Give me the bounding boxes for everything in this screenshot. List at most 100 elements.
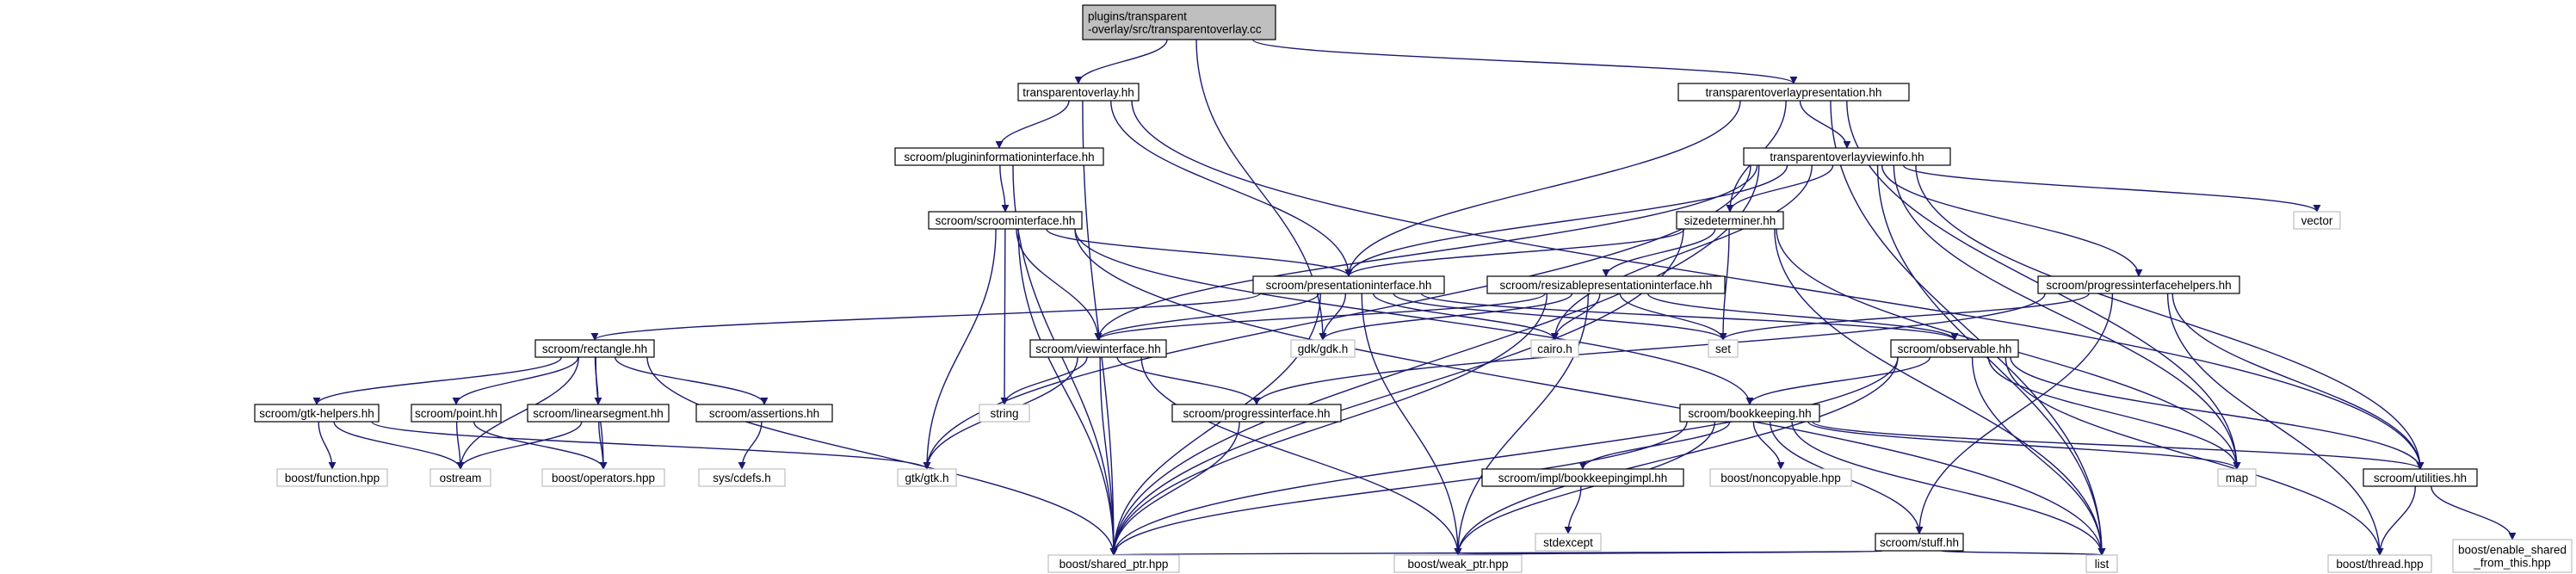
- edge-rect-hh-to-gtkh-hh: [312, 356, 562, 405]
- edge-si-hh-to-string: [1000, 228, 1009, 405]
- node-box: [541, 468, 665, 487]
- edge-ls-hh-to-ostream: [456, 421, 583, 470]
- node-label: scroom/gtk-helpers.hh: [259, 407, 374, 420]
- edge-gtkh-hh-to-ostream: [333, 421, 465, 470]
- node-box: [2363, 468, 2478, 487]
- node-top-hh[interactable]: transparentoverlaypresentation.hh: [1677, 83, 1910, 102]
- edge-vi-hh-to-prog-hh: [1116, 356, 1261, 405]
- edge-arrow: [999, 164, 1010, 213]
- node-box: [2085, 554, 2118, 573]
- node-rpi-hh[interactable]: scroom/resizablepresentationinterface.hh: [1486, 275, 1726, 294]
- edge-arrow: [1940, 547, 2105, 556]
- node-box: [2327, 554, 2432, 573]
- node-label: scroom/plugininformationinterface.hh: [904, 151, 1094, 164]
- node-box: [1890, 339, 2019, 358]
- edge-arrow: [455, 421, 465, 470]
- node-box: [429, 468, 491, 487]
- node-ls-hh[interactable]: scroom/linearsegment.hh: [527, 404, 670, 423]
- node-stuff-hh[interactable]: scroom/stuff.hh: [1875, 533, 1964, 552]
- node-label: ostream: [440, 472, 482, 485]
- edge-root-to-to-hh: [1074, 39, 1168, 84]
- edge-arrow: [738, 421, 763, 470]
- node-label: string: [990, 407, 1018, 420]
- edge-point-hh-to-ostream: [455, 421, 465, 470]
- edge-obs-hh-to-bshared: [1109, 356, 1899, 556]
- node-label: list: [2095, 558, 2110, 571]
- edge-arrow: [333, 421, 465, 470]
- node-vi-hh[interactable]: scroom/viewinterface.hh: [1029, 339, 1167, 358]
- edge-bk-hh-to-bnoncopy: [1752, 421, 1785, 470]
- edge-bk-hh-to-bweak: [1454, 421, 1716, 556]
- node-gtk-h: gtk/gtk.h: [897, 468, 957, 487]
- node-util-hh[interactable]: scroom/utilities.hh: [2363, 468, 2478, 487]
- node-sd-hh[interactable]: sizedeterminer.hh: [1676, 211, 1784, 230]
- edge-arrow: [1109, 293, 1321, 556]
- edge-util-hh-to-benable: [2431, 485, 2517, 540]
- node-tovi-hh[interactable]: transparentoverlayviewinfo.hh: [1743, 147, 1951, 166]
- node-label: sys/cdefs.h: [713, 472, 771, 485]
- node-gdk-h: gdk/gdk.h: [1290, 339, 1356, 358]
- edge-arrow: [1344, 100, 1741, 277]
- edge-tovi-hh-to-map: [1893, 164, 2241, 470]
- edge-bk-hh-to-util-hh: [1812, 421, 2425, 470]
- node-pii-hh[interactable]: scroom/plugininformationinterface.hh: [894, 147, 1104, 166]
- node-label: gtk/gtk.h: [905, 472, 948, 485]
- edge-arrow: [1109, 100, 1353, 277]
- node-box: [2037, 275, 2240, 294]
- edge-arrow: [1455, 547, 1883, 556]
- node-obs-hh[interactable]: scroom/observable.hh: [1890, 339, 2019, 358]
- edge-si-hh-to-bk-hh: [1074, 228, 1754, 405]
- node-gtkh-hh[interactable]: scroom/gtk-helpers.hh: [254, 404, 380, 423]
- node-set: set: [1708, 339, 1739, 358]
- node-box: [2217, 468, 2257, 487]
- node-box: [1082, 4, 1276, 40]
- node-stdexcept: stdexcept: [1535, 533, 1602, 552]
- edge-arrow: [1116, 356, 1261, 405]
- node-pih-hh[interactable]: scroom/progressinterfacehelpers.hh: [2037, 275, 2240, 294]
- node-label: boost/thread.hpp: [2336, 558, 2423, 571]
- edge-arrow: [1752, 421, 1785, 470]
- node-layer: plugins/transparent-overlay/src/transpar…: [254, 4, 2573, 573]
- node-label: scroom/progressinterfacehelpers.hh: [2046, 279, 2231, 292]
- node-prog-hh[interactable]: scroom/progressinterface.hh: [1171, 404, 1342, 423]
- edge-tovi-hh-to-bshared: [1109, 164, 1760, 556]
- node-bkimpl-hh[interactable]: scroom/impl/bookkeepingimpl.hh: [1481, 468, 1684, 487]
- edge-rect-hh-to-bshared: [646, 356, 1118, 556]
- edge-tovi-hh-to-pih-hh: [1881, 164, 2143, 277]
- edge-point-hh-to-bops: [473, 421, 608, 470]
- node-box: [254, 404, 380, 423]
- edge-arrow: [1915, 164, 2425, 470]
- node-si-hh[interactable]: scroom/scroominterface.hh: [928, 211, 1083, 230]
- node-label: map: [2226, 472, 2248, 485]
- edge-arrow: [2431, 485, 2517, 540]
- node-pi-hh[interactable]: scroom/presentationinterface.hh: [1252, 275, 1445, 294]
- node-box: [1393, 554, 1523, 573]
- edge-arrow: [1812, 421, 2425, 470]
- node-bk-hh[interactable]: scroom/bookkeeping.hh: [1679, 404, 1820, 423]
- edge-arrow: [1745, 356, 1931, 405]
- edge-ls-hh-to-bops: [598, 421, 608, 470]
- edge-arrow: [1109, 164, 1760, 556]
- node-rect-hh[interactable]: scroom/rectangle.hh: [534, 339, 655, 358]
- edge-arrow: [1420, 293, 1959, 341]
- node-assert-hh[interactable]: scroom/assertions.hh: [695, 404, 833, 423]
- node-root[interactable]: plugins/transparent-overlay/src/transpar…: [1082, 4, 1276, 40]
- node-box: [1743, 147, 1951, 166]
- edge-arrow: [923, 228, 997, 470]
- edge-arrow: [371, 421, 931, 470]
- edge-prog-hh-to-bshared: [1109, 421, 1240, 556]
- node-label: stdexcept: [1543, 536, 1593, 549]
- edge-pih-hh-to-util-hh: [2171, 293, 2425, 470]
- node-label: scroom/impl/bookkeepingimpl.hh: [1498, 472, 1668, 485]
- edge-top-hh-to-pi-hh: [1344, 100, 1741, 277]
- edge-arrow: [1719, 293, 2090, 341]
- edge-arrow: [1252, 293, 2046, 405]
- node-point-hh[interactable]: scroom/point.hh: [411, 404, 502, 423]
- edge-root-to-top-hh: [1251, 39, 1798, 84]
- node-to-hh[interactable]: transparentoverlay.hh: [1017, 83, 1140, 102]
- node-label: transparentoverlaypresentation.hh: [1706, 86, 1882, 99]
- node-box: [894, 147, 1104, 166]
- edge-gtkh-hh-to-gtk-h: [371, 421, 931, 470]
- edge-layer: [312, 39, 2517, 556]
- edge-vi-hh-to-bweak: [1140, 356, 1462, 556]
